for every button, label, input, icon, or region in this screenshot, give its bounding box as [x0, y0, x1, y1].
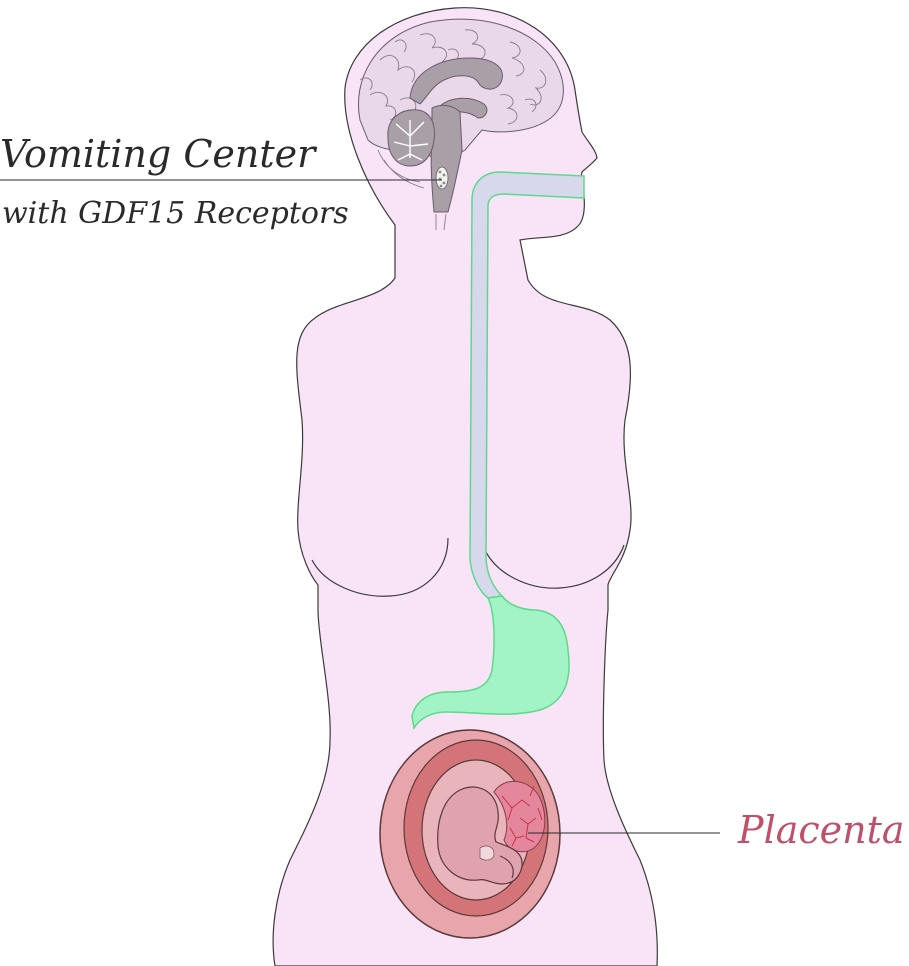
body-silhouette: [272, 7, 658, 966]
gdf15-receptors-label: with GDF15 Receptors: [2, 196, 349, 231]
umbilical-cord: [479, 845, 495, 861]
fetus-limb: [499, 855, 514, 879]
breast-right-curve: [483, 544, 625, 589]
uterus: [379, 729, 561, 939]
breast-left-curve: [311, 537, 449, 597]
cerebellum: [387, 109, 435, 167]
placenta: [493, 780, 546, 853]
corpus-callosum: [409, 57, 503, 105]
placenta-label: Placenta: [738, 808, 905, 852]
vomiting-center-dots: [438, 170, 446, 188]
stomach: [411, 595, 570, 731]
placenta-vessels: [501, 785, 543, 847]
cerebellum-folia: [393, 120, 429, 161]
spinal-cord-lines: [377, 149, 447, 231]
brain: [358, 18, 564, 231]
vomiting-center-label: Vomiting Center: [0, 132, 316, 176]
fetus: [437, 786, 523, 885]
